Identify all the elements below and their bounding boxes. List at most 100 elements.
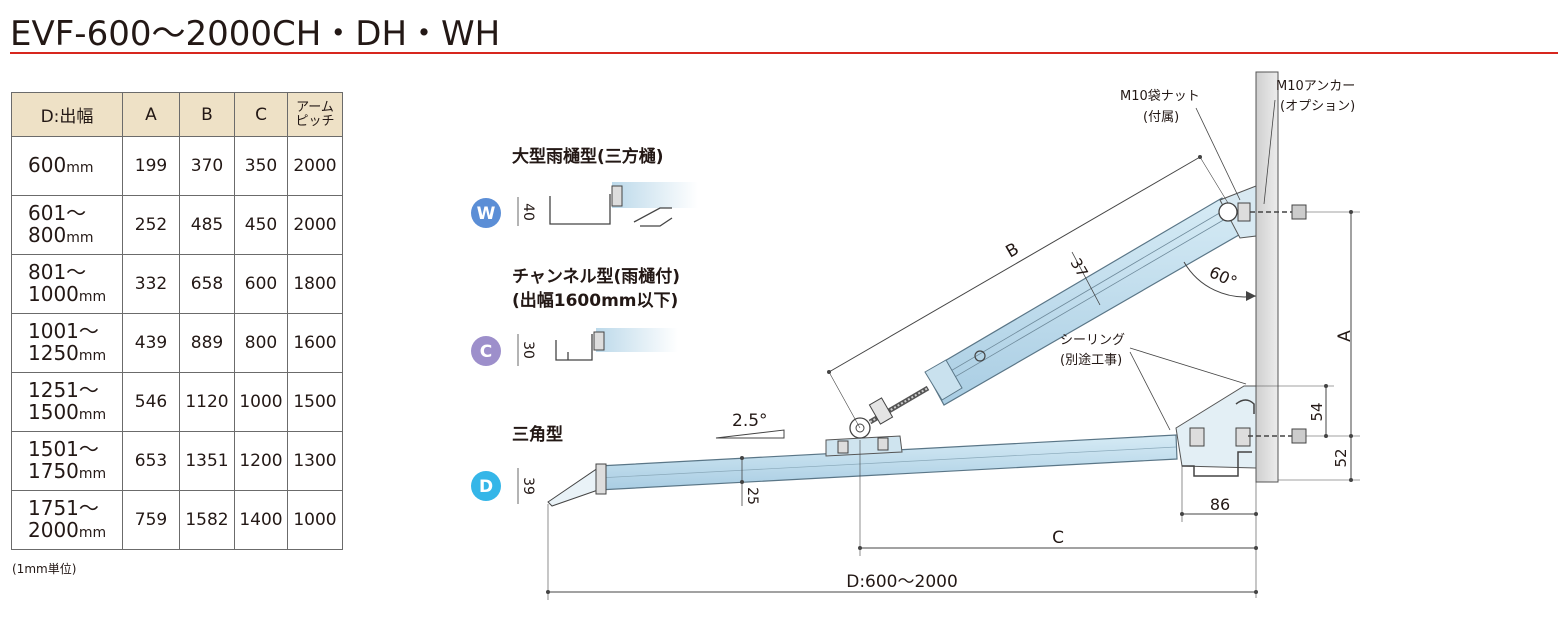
- type-w-badge-letter: W: [477, 204, 496, 224]
- slope-label: 2.5°: [732, 411, 768, 431]
- cell-pitch: 1800: [287, 254, 343, 314]
- nut-leader: [1195, 107, 1241, 201]
- header-arm-pitch-line1: アーム: [296, 99, 334, 115]
- cell-pitch: 1600: [287, 313, 343, 373]
- dim-c-tick-1: [858, 546, 862, 550]
- anchor-leader: [1263, 99, 1276, 205]
- dim-d-label: D:600～2000: [846, 572, 958, 592]
- cell-c: 800: [234, 313, 288, 373]
- strut-centerline: [935, 214, 1233, 389]
- dim-86-tick-1: [1180, 512, 1184, 516]
- type-c-dim: 30: [520, 341, 536, 359]
- cell-d-line2: 2000: [28, 517, 79, 542]
- type-c-arm: [596, 328, 678, 352]
- dim-a-label: A: [1335, 330, 1355, 342]
- cell-c: 1200: [234, 431, 288, 491]
- header-d: D:出幅: [11, 92, 123, 137]
- cell-d-unit: mm: [66, 159, 94, 176]
- type-c-name-line2: (出幅1600mm以下): [512, 290, 678, 311]
- header-arm-pitch-line2: ピッチ: [295, 113, 335, 129]
- page-title: EVF-600～2000CH・DH・WH: [10, 14, 501, 54]
- bracket-bolt-2: [877, 437, 889, 451]
- dim-52-tick: [1349, 478, 1353, 482]
- lower-bracket-nut: [1189, 427, 1205, 447]
- cell-a: 199: [122, 136, 180, 196]
- strut-sleeve: [924, 359, 963, 401]
- lower-arm-bracket: [825, 435, 903, 457]
- dim-25-label: 25: [744, 487, 760, 505]
- cell-a: 332: [122, 254, 180, 314]
- cell-d-line1: 600: [28, 152, 67, 177]
- cell-a: 759: [122, 490, 180, 550]
- anchor-label-line1: M10アンカー: [1276, 79, 1355, 94]
- cell-d-line2: 1750: [28, 458, 79, 483]
- unit-note: (1mm単位): [12, 562, 77, 576]
- anchor-head-top: [1291, 204, 1307, 220]
- dim-d-tick-1: [546, 590, 550, 594]
- cell-d-line2: 1500: [28, 399, 79, 424]
- header-a: A: [122, 92, 180, 137]
- type-c-cap: [593, 331, 605, 351]
- type-d-badge-letter: D: [479, 477, 493, 497]
- cell-d-line1: 1751～: [28, 495, 99, 520]
- cell-c: 350: [234, 136, 288, 196]
- cell-d-unit: mm: [78, 465, 107, 482]
- type-w-cap: [611, 185, 623, 207]
- cell-d-line1: 1251～: [28, 377, 99, 402]
- strut-hole: [974, 350, 986, 362]
- front-end-profile: [547, 467, 599, 507]
- wall-pin: [1218, 202, 1238, 222]
- strut-centerline-2: [931, 207, 1229, 383]
- type-d-badge: [471, 471, 501, 501]
- flashing-hook: [1235, 399, 1255, 414]
- cell-d: 1251～1500mm: [11, 372, 123, 432]
- cell-b: 1582: [179, 490, 235, 550]
- dim-a-tick-1: [1349, 210, 1353, 214]
- type-w-arm: [612, 182, 698, 208]
- type-w-dim: 40: [520, 203, 536, 221]
- cell-d: 1501～1750mm: [11, 431, 123, 491]
- cell-d-unit: mm: [78, 524, 107, 541]
- dim-54-tick-2: [1324, 434, 1328, 438]
- header-b: B: [179, 92, 235, 137]
- wall-gutter: [1182, 451, 1252, 477]
- lower-arm-pin-inner: [855, 423, 865, 433]
- cell-d-line1: 1501～: [28, 436, 99, 461]
- dim-d-tick-2: [1254, 590, 1258, 594]
- cell-d-line2: 1000: [28, 281, 79, 306]
- cell-b: 1120: [179, 372, 235, 432]
- cell-b: 889: [179, 313, 235, 373]
- bracket-bolt-1: [837, 440, 849, 454]
- cell-a: 653: [122, 431, 180, 491]
- cell-d-line1: 601～: [28, 200, 87, 225]
- cell-d: 1001～1250mm: [11, 313, 123, 373]
- cell-pitch: 1000: [287, 490, 343, 550]
- dim-25-tick-2: [740, 480, 744, 484]
- type-d-dim: 39: [520, 477, 536, 495]
- cell-d: 801～1000mm: [11, 254, 123, 314]
- nut-label-line1: M10袋ナット: [1120, 89, 1200, 104]
- dim-b-ext-1: [828, 371, 861, 429]
- cell-d-line2: 800: [28, 222, 67, 247]
- wall: [1255, 71, 1279, 483]
- front-end-cap: [595, 463, 607, 495]
- type-c-badge: [471, 336, 501, 366]
- type-w-profile: [549, 194, 673, 227]
- dim-b-label: B: [1003, 239, 1023, 262]
- cell-d-unit: mm: [78, 288, 107, 305]
- sealing-leader-2: [1129, 347, 1247, 385]
- cell-b: 485: [179, 195, 235, 255]
- dim-25-tick-1: [740, 456, 744, 460]
- lower-arm-centerline: [597, 446, 1177, 479]
- cell-d-unit: mm: [78, 347, 107, 364]
- header-c: C: [234, 92, 288, 137]
- cell-d-unit: mm: [66, 229, 94, 246]
- dim-b-ext-2: [1199, 156, 1229, 204]
- title-underline: [10, 52, 1558, 54]
